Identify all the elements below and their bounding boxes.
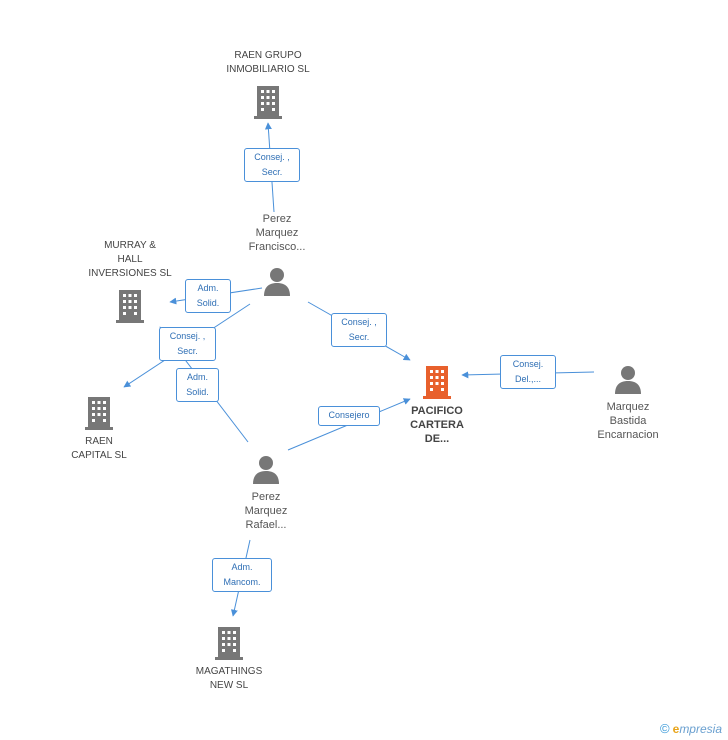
copyright-icon: ©: [660, 721, 670, 736]
edge-label-francisco-murray: Adm. Solid.: [185, 279, 231, 313]
edge-label-francisco-pacifico: Consej. , Secr.: [331, 313, 387, 347]
building-icon: [215, 627, 243, 660]
edge-label-francisco-capital: Consej. , Secr.: [159, 327, 216, 361]
building-icon: [254, 86, 282, 119]
node-label: MAGATHINGS NEW SL: [195, 666, 263, 691]
building-icon: [85, 397, 113, 430]
node-label: RAEN GRUPO INMOBILIARIO SL: [226, 50, 310, 75]
brand-initial: e: [672, 722, 680, 736]
footer-brand[interactable]: ©empresia: [660, 721, 722, 736]
edge-label-francisco-raen: Consej. , Secr.: [244, 148, 300, 182]
building-icon: [423, 366, 451, 399]
person-icon: [615, 366, 641, 394]
edge-label-rafael-murray: Adm. Solid.: [176, 368, 219, 402]
edge-label-rafael-magathings: Adm. Mancom.: [212, 558, 272, 592]
building-icon: [116, 290, 144, 323]
edge-label-marquez-pacifico: Consej. Del.,...: [500, 355, 556, 389]
node-label: RAEN CAPITAL SL: [71, 436, 127, 461]
node-label: Perez Marquez Rafael...: [244, 491, 288, 531]
edge-label-rafael-pacifico: Consejero: [318, 406, 380, 426]
brand-logo: empresia: [673, 722, 722, 736]
brand-name: mpresia: [679, 722, 722, 736]
node-label: MURRAY & HALL INVERSIONES SL: [88, 240, 172, 279]
node-label: Marquez Bastida Encarnacion: [597, 401, 659, 441]
person-icon: [253, 456, 279, 484]
node-label: PACIFICO CARTERA DE...: [410, 405, 464, 445]
node-label: Perez Marquez Francisco...: [248, 213, 306, 253]
person-icon: [264, 268, 290, 296]
